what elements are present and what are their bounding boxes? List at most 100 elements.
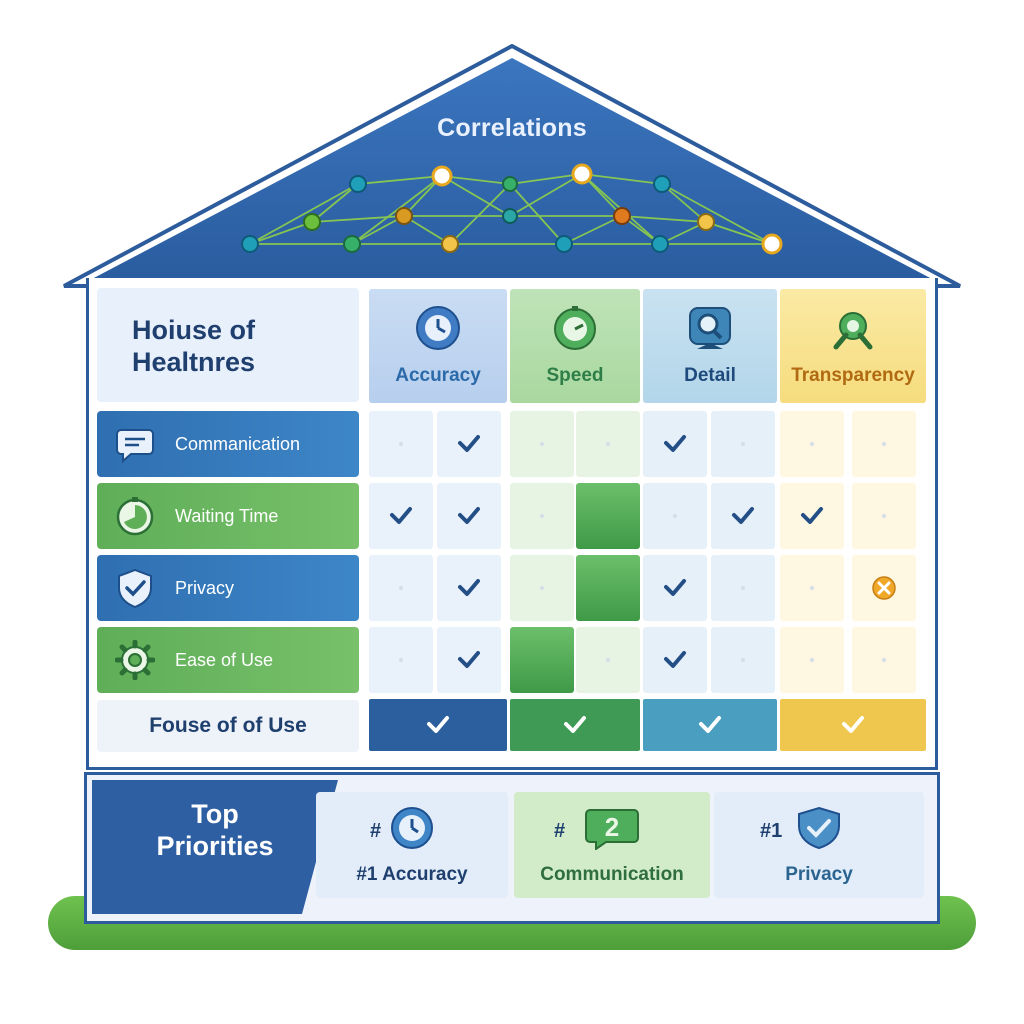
footer-cell[interactable] (510, 699, 640, 751)
footer-row-label-text: Fouse of of Use (149, 714, 307, 737)
matrix-cell[interactable] (437, 555, 501, 621)
empty-dot (810, 442, 814, 446)
empty-dot (606, 442, 610, 446)
row-label-text: Waiting Time (175, 506, 279, 526)
clock-icon (416, 306, 460, 350)
matrix-cell[interactable] (643, 411, 707, 477)
top-priorities-banner (92, 780, 338, 914)
empty-dot (399, 442, 403, 446)
magnifier-icon (689, 307, 731, 349)
roof (63, 44, 961, 288)
priority-label: Privacy (785, 864, 853, 885)
footer-cell[interactable] (780, 699, 926, 751)
column-header-label: Detail (684, 365, 736, 386)
matrix-cell[interactable] (643, 555, 707, 621)
empty-dot (810, 658, 814, 662)
check-icon (457, 432, 481, 456)
check-icon (841, 713, 865, 737)
column-header-label: Speed (546, 365, 604, 386)
matrix-cell[interactable] (576, 411, 640, 477)
column-header-speed[interactable]: Speed (510, 289, 640, 403)
matrix-cell[interactable] (437, 483, 501, 549)
matrix-cell[interactable] (780, 411, 844, 477)
row-label-ease-of-use[interactable]: Ease of Use (97, 627, 359, 693)
check-icon (731, 504, 755, 528)
footer-cell[interactable] (643, 699, 777, 751)
check-icon (563, 713, 587, 737)
check-icon (457, 648, 481, 672)
matrix-cell[interactable] (576, 627, 640, 693)
column-header-transparency[interactable]: Transparency (780, 289, 926, 403)
check-icon (457, 504, 481, 528)
gear-icon (115, 640, 155, 680)
priority-rank: # (554, 820, 566, 842)
empty-dot (741, 586, 745, 590)
correlation-nodes (241, 163, 783, 255)
matrix-cell[interactable] (780, 627, 844, 693)
matrix-cell[interactable] (711, 411, 775, 477)
matrix-cell[interactable] (369, 483, 433, 549)
priority-card-communication[interactable]: # 2 Communication (514, 792, 710, 898)
roof-title: Correlations (437, 114, 587, 142)
matrix-cell[interactable] (510, 483, 574, 549)
matrix-cell[interactable] (369, 411, 433, 477)
row-label-communication[interactable]: Commanication (97, 411, 359, 477)
empty-dot (673, 514, 677, 518)
shield-check-icon (798, 806, 840, 850)
priority-rank: #1 (760, 820, 783, 842)
column-header-detail[interactable]: Detail (643, 289, 777, 403)
transparency-icon (833, 312, 873, 350)
empty-dot (741, 658, 745, 662)
matrix-title-card (97, 288, 359, 402)
priority-badge-number: 2 (605, 812, 619, 842)
priority-label: #1 Accuracy (356, 864, 468, 885)
matrix-cell[interactable] (780, 483, 844, 549)
correlation-network (241, 163, 783, 255)
matrix-cell-strong[interactable] (510, 627, 574, 693)
matrix-cell[interactable] (852, 555, 916, 621)
empty-dot (882, 658, 886, 662)
empty-dot (810, 586, 814, 590)
priority-card-privacy[interactable]: #1 Privacy (714, 792, 924, 898)
matrix-cell[interactable] (369, 627, 433, 693)
matrix-cell-strong[interactable] (576, 483, 640, 549)
row-label-text: Ease of Use (175, 650, 274, 670)
matrix-cell[interactable] (780, 555, 844, 621)
column-header-label: Transparency (791, 365, 915, 386)
matrix-cell[interactable] (852, 483, 916, 549)
matrix-cell[interactable] (437, 627, 501, 693)
footer-cell[interactable] (369, 699, 507, 751)
row-label-waiting-time[interactable]: Waiting Time (97, 483, 359, 549)
priority-rank: # (370, 820, 382, 842)
clock-icon (391, 807, 433, 849)
priority-card-accuracy[interactable]: # #1 Accuracy (316, 792, 508, 898)
matrix-cell[interactable] (643, 627, 707, 693)
matrix-cell[interactable] (369, 555, 433, 621)
check-icon (663, 432, 687, 456)
matrix-cell[interactable] (852, 627, 916, 693)
matrix-cell[interactable] (711, 555, 775, 621)
matrix-cell[interactable] (510, 411, 574, 477)
check-icon (663, 648, 687, 672)
matrix-cell[interactable] (711, 627, 775, 693)
matrix-cell[interactable] (711, 483, 775, 549)
check-icon (426, 713, 450, 737)
check-icon (389, 504, 413, 528)
matrix-cell[interactable] (437, 411, 501, 477)
badge-2-icon: 2 (585, 809, 639, 850)
column-header-label: Accuracy (395, 365, 481, 386)
empty-dot (540, 514, 544, 518)
footer-row-label: Fouse of of Use (97, 700, 359, 752)
matrix-cell[interactable] (852, 411, 916, 477)
matrix-cell-strong[interactable] (576, 555, 640, 621)
row-label-text: Commanication (175, 434, 301, 454)
cross-icon (872, 576, 896, 600)
column-header-accuracy[interactable]: Accuracy (369, 289, 507, 403)
empty-dot (741, 442, 745, 446)
matrix-cell[interactable] (510, 555, 574, 621)
check-icon (663, 576, 687, 600)
check-icon (800, 504, 824, 528)
row-label-privacy[interactable]: Privacy (97, 555, 359, 621)
matrix-cell[interactable] (643, 483, 707, 549)
stopwatch-icon (554, 306, 596, 350)
